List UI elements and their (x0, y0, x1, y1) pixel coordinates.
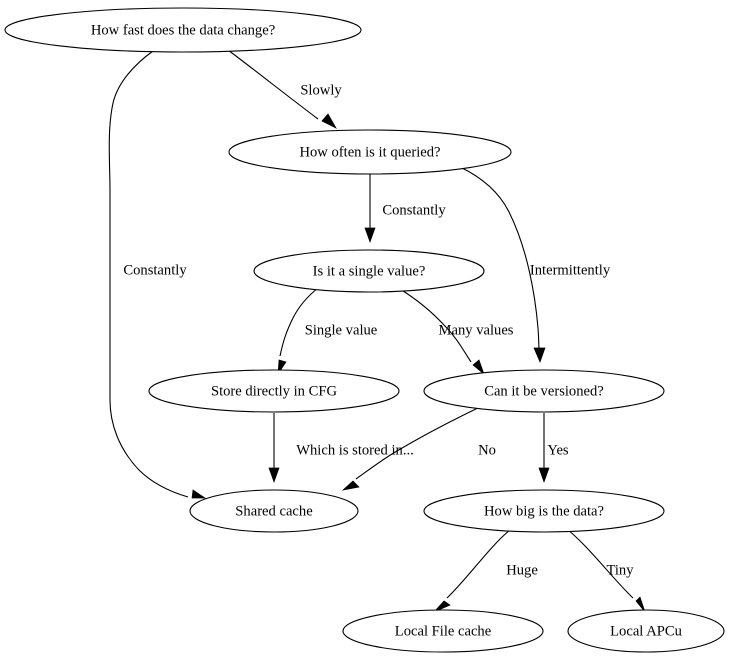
edges-layer: ConstantlySlowlyConstantlyIntermittently… (108, 49, 646, 613)
arrowhead-icon (341, 480, 360, 491)
edge-n1-to-n2: Constantly (364, 174, 446, 244)
node-label: How big is the data? (484, 503, 604, 519)
arrowhead-icon (268, 467, 280, 484)
arrowhead-icon (321, 113, 337, 129)
edge-n4-to-n6: Yes (538, 413, 569, 484)
node-label: Local File cache (395, 623, 491, 639)
edge-line (108, 50, 189, 498)
node-label: How often is it queried? (299, 144, 440, 160)
edge-n4-to-n5: No (341, 406, 496, 491)
arrowhead-icon (635, 596, 646, 613)
edge-line (459, 166, 540, 359)
edge-label: Huge (506, 562, 538, 578)
edge-label: Single value (305, 322, 378, 338)
edge-label: Constantly (123, 262, 187, 278)
node-shape-ellipse[interactable] (148, 369, 400, 413)
node-shape-ellipse[interactable] (423, 369, 665, 413)
node-n0[interactable]: How fast does the data change? (4, 7, 362, 53)
edge-line (279, 287, 319, 357)
node-n1[interactable]: How often is it queried? (228, 129, 512, 175)
edge-label: Tiny (606, 562, 634, 578)
edge-label: Yes (547, 442, 569, 458)
node-shape-ellipse[interactable] (228, 129, 512, 175)
arrowhead-icon (191, 489, 207, 499)
node-shape-ellipse[interactable] (423, 489, 665, 533)
node-n5[interactable]: Shared cache (189, 489, 359, 533)
node-n2[interactable]: Is it a single value? (253, 249, 485, 293)
node-n3[interactable]: Store directly in CFG (148, 369, 400, 413)
arrowhead-icon (364, 227, 376, 244)
node-label: Store directly in CFG (211, 383, 338, 399)
node-n4[interactable]: Can it be versioned? (423, 369, 665, 413)
node-label: Shared cache (235, 503, 312, 519)
edge-label: Which is stored in... (296, 442, 414, 458)
node-shape-ellipse[interactable] (567, 609, 725, 653)
node-shape-ellipse[interactable] (4, 7, 362, 53)
node-shape-ellipse[interactable] (189, 489, 359, 533)
edge-n6-to-n7: Huge (433, 529, 538, 613)
edge-label: Slowly (300, 82, 342, 98)
nodes-layer: How fast does the data change? How often … (4, 7, 725, 653)
node-label: Can it be versioned? (484, 383, 604, 399)
edge-line (399, 288, 472, 363)
arrowhead-icon (533, 347, 546, 363)
edge-n2-to-n3: Single value (277, 287, 378, 376)
edge-line (567, 529, 634, 599)
edge-label: Many values (439, 322, 514, 338)
edge-line (355, 406, 481, 480)
edge-n1-to-n4: Intermittently (459, 166, 611, 363)
arrowhead-icon (433, 600, 451, 613)
edge-label: Constantly (382, 202, 446, 218)
node-label: How fast does the data change? (91, 22, 275, 38)
edge-line (227, 49, 319, 120)
edge-n0-to-n5: Constantly (108, 50, 207, 499)
node-label: Is it a single value? (313, 263, 426, 279)
node-n6[interactable]: How big is the data? (423, 489, 665, 533)
node-n7[interactable]: Local File cache (342, 609, 544, 653)
node-shape-ellipse[interactable] (253, 249, 485, 293)
edge-n3-to-n5: Which is stored in... (268, 413, 414, 484)
node-label: Local APCu (610, 623, 682, 639)
edge-n0-to-n1: Slowly (227, 49, 342, 129)
edge-label: No (478, 442, 496, 458)
edge-n6-to-n8: Tiny (567, 529, 646, 613)
arrowhead-icon (538, 467, 550, 484)
edge-line (446, 529, 511, 599)
node-shape-ellipse[interactable] (342, 609, 544, 653)
node-n8[interactable]: Local APCu (567, 609, 725, 653)
edge-label: Intermittently (530, 262, 611, 278)
arrowhead-icon (472, 359, 485, 376)
edge-n2-to-n4: Many values (399, 288, 514, 376)
